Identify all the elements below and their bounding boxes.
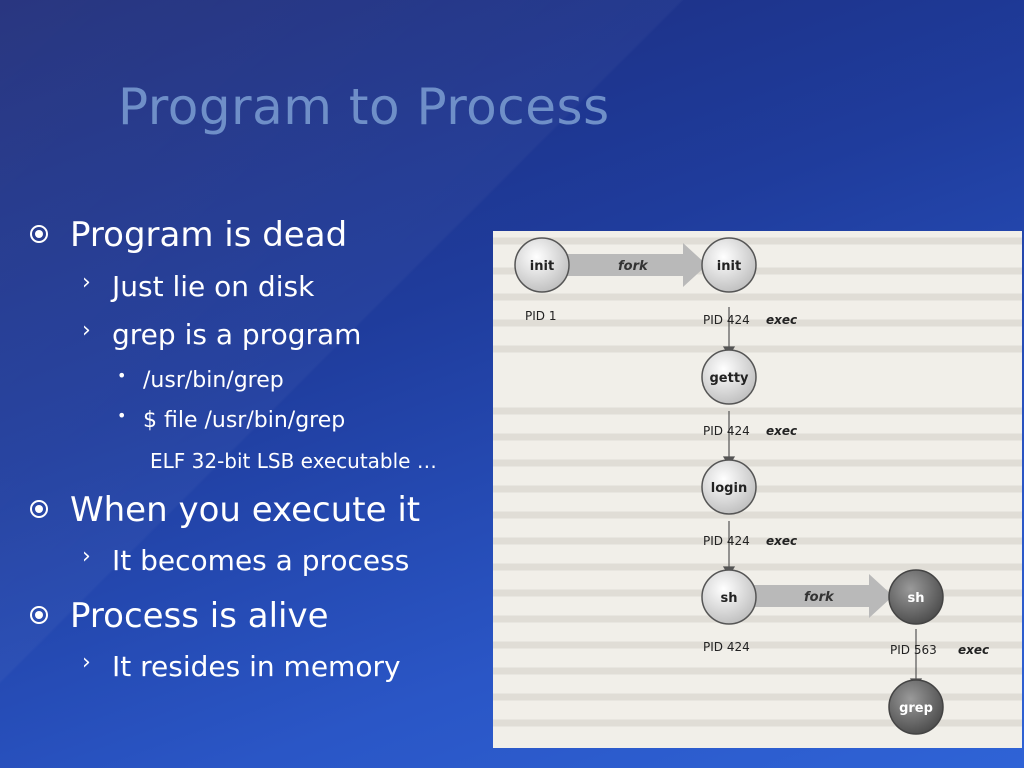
fork-label-top: fork bbox=[618, 259, 649, 274]
svg-text:PID 424: PID 424 bbox=[703, 313, 750, 327]
svg-text:PID 1: PID 1 bbox=[525, 309, 556, 323]
svg-text:PID 424: PID 424 bbox=[703, 424, 750, 438]
svg-text:exec: exec bbox=[766, 424, 797, 438]
svg-text:getty: getty bbox=[709, 371, 749, 386]
fork-arrow-bottom bbox=[751, 574, 893, 618]
slide-title: Program to Process bbox=[118, 78, 610, 136]
node-init-pid424: init PID 424 exec bbox=[701, 237, 797, 327]
fork-label-bottom: fork bbox=[804, 590, 835, 605]
node-sh-pid424: sh PID 424 bbox=[701, 569, 757, 654]
dot-bullet-icon: • bbox=[117, 366, 127, 385]
subbullet-grep-program: › grep is a program bbox=[82, 318, 362, 351]
svg-text:exec: exec bbox=[766, 534, 797, 548]
svg-text:sh: sh bbox=[908, 591, 925, 606]
bullet-execute: When you execute it bbox=[30, 490, 420, 530]
svg-text:exec: exec bbox=[958, 643, 989, 657]
svg-text:login: login bbox=[711, 481, 747, 496]
node-sh-pid563: sh PID 563 exec bbox=[888, 569, 989, 657]
svg-text:PID 424: PID 424 bbox=[703, 534, 750, 548]
subbullet-becomes-process: › It becomes a process bbox=[82, 544, 410, 577]
svg-text:init: init bbox=[717, 259, 741, 274]
background-text-lines bbox=[493, 237, 1022, 727]
chevron-bullet-icon: › bbox=[82, 270, 91, 295]
elf-output-line: ELF 32-bit LSB executable … bbox=[150, 449, 437, 473]
process-diagram-figure: fork fork init PID 1 init PID 424 exec bbox=[493, 231, 1022, 748]
svg-text:exec: exec bbox=[766, 313, 797, 327]
svg-text:grep: grep bbox=[899, 701, 933, 716]
circle-bullet-icon bbox=[30, 500, 48, 518]
bullet-alive: Process is alive bbox=[30, 596, 329, 636]
subsub-file-command: • $ file /usr/bin/grep bbox=[117, 406, 346, 433]
subbullet-in-memory: › It resides in memory bbox=[82, 650, 401, 683]
svg-text:PID 563: PID 563 bbox=[890, 643, 937, 657]
chevron-bullet-icon: › bbox=[82, 544, 91, 569]
bullet-program-dead: Program is dead bbox=[30, 215, 347, 255]
svg-text:PID 424: PID 424 bbox=[703, 640, 750, 654]
process-diagram: fork fork init PID 1 init PID 424 exec bbox=[493, 237, 1022, 735]
node-getty: getty PID 424 exec bbox=[701, 349, 797, 438]
chevron-bullet-icon: › bbox=[82, 318, 91, 343]
svg-text:init: init bbox=[530, 259, 554, 274]
node-grep: grep bbox=[888, 679, 944, 735]
node-init-pid1: init PID 1 bbox=[514, 237, 570, 323]
circle-bullet-icon bbox=[30, 225, 48, 243]
node-login: login PID 424 exec bbox=[701, 459, 797, 548]
subbullet-lie-on-disk: › Just lie on disk bbox=[82, 270, 315, 303]
chevron-bullet-icon: › bbox=[82, 650, 91, 675]
svg-text:sh: sh bbox=[721, 591, 738, 606]
fork-arrow-top bbox=[545, 243, 707, 287]
dot-bullet-icon: • bbox=[117, 406, 127, 425]
subsub-usr-bin-grep: • /usr/bin/grep bbox=[117, 366, 284, 393]
circle-bullet-icon bbox=[30, 606, 48, 624]
